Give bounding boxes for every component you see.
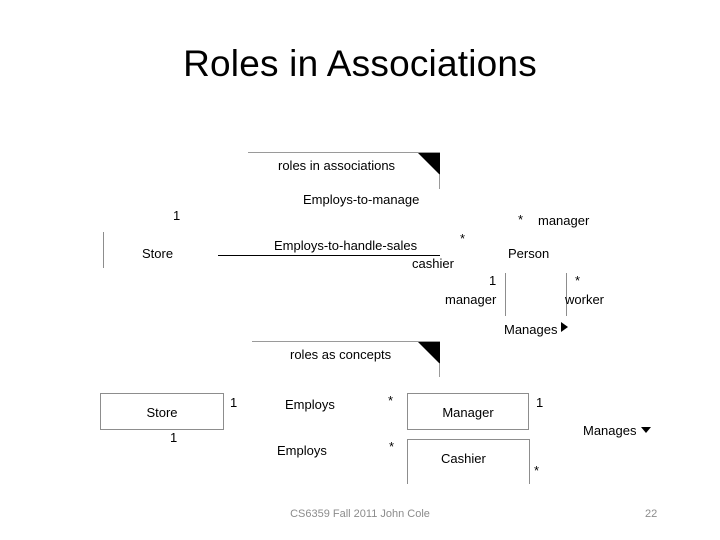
note-roles-as-concepts: roles as concepts — [252, 341, 440, 377]
class-store-upper: Store — [142, 246, 174, 261]
association-label-employs-to-handle-sales: Employs-to-handle-sales — [274, 238, 418, 253]
class-person: Person — [508, 246, 550, 261]
cashier-box-top-edge — [407, 439, 529, 440]
store-box-left-edge — [103, 232, 104, 268]
note-roles-in-associations: roles in associations — [248, 152, 440, 189]
multiplicity-manages-left: 1 — [489, 273, 497, 288]
page-title: Roles in Associations — [183, 43, 537, 84]
association-line-employs-to-handle-sales — [218, 255, 440, 256]
association-label-employs-manager: Employs — [285, 397, 335, 412]
triangle-down-icon — [641, 427, 651, 433]
class-box-store-lower: Store — [100, 393, 224, 430]
note-fold-edge — [439, 364, 440, 377]
multiplicity-store-employs-cashier: 1 — [170, 430, 178, 445]
footer-credit: CS6359 Fall 2011 John Cole — [290, 508, 430, 520]
multiplicity-store-employs-manager: 1 — [230, 395, 238, 410]
association-label-employs-to-manage: Employs-to-manage — [303, 192, 420, 207]
manages-left-edge — [505, 273, 506, 316]
footer-page-number: 22 — [645, 508, 658, 520]
cashier-box-left-edge — [407, 439, 408, 484]
multiplicity-store-manage: 1 — [173, 208, 181, 223]
manages-right-edge — [566, 273, 567, 316]
class-box-manager-label: Manager — [442, 405, 494, 420]
class-box-store-lower-label: Store — [146, 405, 178, 420]
multiplicity-manages-lower-right: * — [534, 463, 540, 478]
class-box-cashier-label: Cashier — [441, 451, 486, 466]
role-manages-right-worker: worker — [565, 292, 605, 307]
multiplicity-manages-lower-left: 1 — [536, 395, 544, 410]
note-fold-edge — [439, 175, 440, 189]
class-box-manager: Manager — [407, 393, 529, 430]
cashier-box-right-edge — [529, 439, 530, 484]
role-manager-upper: manager — [538, 213, 590, 228]
note-roles-in-associations-label: roles in associations — [278, 158, 396, 173]
note-fold-icon — [418, 342, 440, 364]
role-manages-left-manager: manager — [445, 292, 497, 307]
note-fold-icon — [418, 153, 440, 175]
triangle-right-icon — [561, 322, 568, 332]
multiplicity-employs-manager-right: * — [388, 393, 394, 408]
association-label-manages-upper: Manages — [504, 322, 558, 337]
note-roles-as-concepts-label: roles as concepts — [290, 347, 392, 362]
multiplicity-manages-right: * — [575, 273, 581, 288]
multiplicity-sales-right: * — [460, 231, 466, 246]
multiplicity-manage-right: * — [518, 212, 524, 227]
association-label-employs-cashier: Employs — [277, 443, 327, 458]
association-label-manages-lower: Manages — [583, 423, 637, 438]
multiplicity-employs-cashier-right: * — [389, 439, 395, 454]
role-cashier-upper: cashier — [412, 256, 454, 271]
